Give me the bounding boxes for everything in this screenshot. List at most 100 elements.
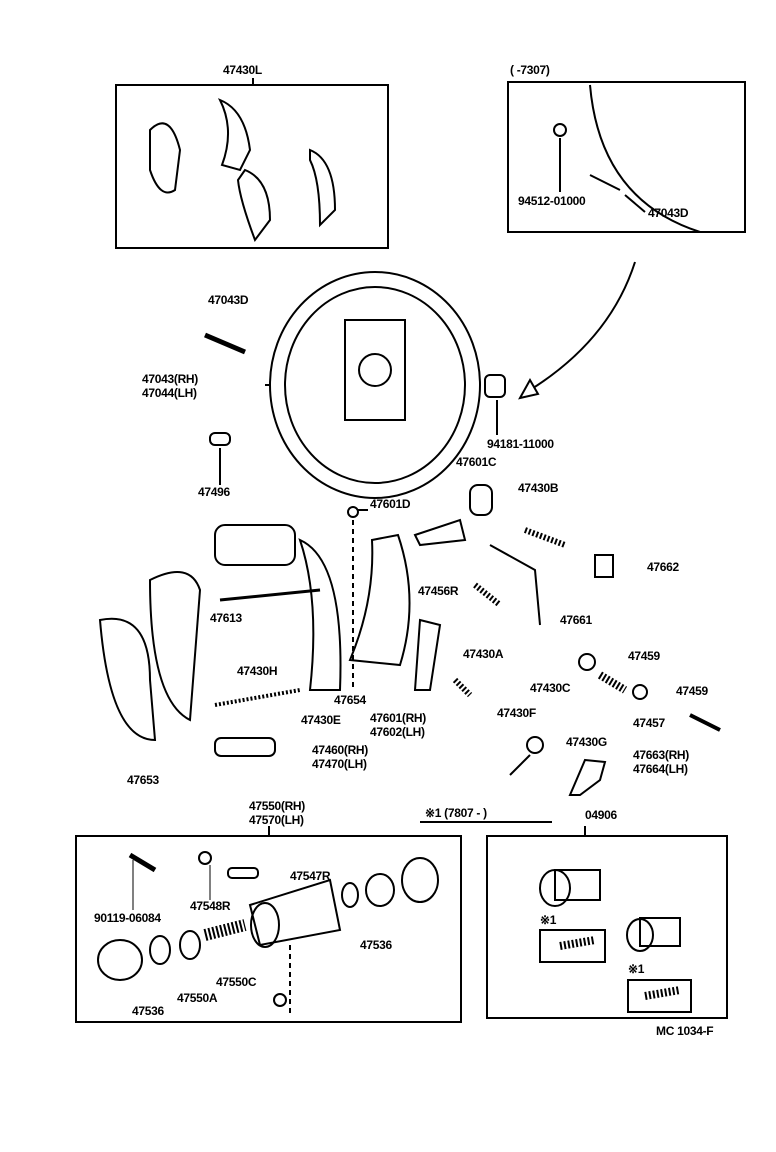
cup-47536 [365, 873, 395, 907]
label-47548R: 47548R [190, 899, 231, 913]
brake-shoe-1 [149, 122, 182, 194]
bolt-47043D [204, 332, 246, 355]
label-47601D: 47601D [370, 497, 411, 511]
label-47460-47470: 47460(RH)47470(LH) [312, 743, 368, 771]
spring-47550C [203, 919, 247, 941]
label-47664: 47664(LH) [633, 762, 688, 776]
label-47430L: 47430L [223, 63, 262, 77]
nut-94181 [484, 374, 506, 398]
label-47653: 47653 [127, 773, 159, 787]
label-47459-a: 47459 [628, 649, 660, 663]
shoe-kit-box [115, 84, 389, 249]
inset-box [507, 81, 746, 233]
label-47460: 47460(RH) [312, 743, 368, 757]
adjuster-47460 [214, 737, 276, 757]
cable-47661 [489, 544, 541, 626]
diagram-code: MC 1034-F [656, 1024, 714, 1038]
label-47550C: 47550C [216, 975, 257, 989]
label-47601: 47601(RH) [370, 711, 426, 725]
spring-47430A [473, 582, 502, 608]
pin-47457 [689, 713, 721, 732]
wheel-cylinder [214, 524, 296, 566]
label-kit-marker-b: ※1 [628, 962, 645, 976]
shoe-right [298, 538, 342, 691]
part-47662 [594, 554, 614, 578]
label-47457: 47457 [633, 716, 665, 730]
boot-left [97, 939, 143, 981]
boot-right [401, 857, 439, 903]
cylinder-body [248, 878, 342, 947]
part-47601D [347, 506, 359, 518]
label-47613: 47613 [210, 611, 242, 625]
bleeder-cap [198, 851, 212, 865]
wheel-cylinder-box [75, 835, 462, 1023]
spring-47430G [526, 736, 544, 754]
lever-47663 [568, 758, 607, 796]
label-94512: 94512-01000 [518, 194, 586, 208]
label-47430G: 47430G [566, 735, 607, 749]
inset-plate [589, 84, 701, 233]
arrow [529, 261, 636, 391]
label-47430B: 47430B [518, 481, 559, 495]
kit-spring-box-1 [539, 929, 606, 963]
label-04906: 04906 [585, 808, 617, 822]
label-47459-b: 47459 [676, 684, 708, 698]
label-47430A: 47430A [463, 647, 504, 661]
label-47536-b: 47536 [132, 1004, 164, 1018]
label-47547R: 47547R [290, 869, 331, 883]
label-47601C: 47601C [456, 455, 497, 469]
label-47661: 47661 [560, 613, 592, 627]
label-47550A: 47550A [177, 991, 218, 1005]
spring-47430E [214, 688, 301, 707]
lining-47653 [98, 617, 157, 742]
spring-47430C [597, 671, 628, 694]
label-47430E: 47430E [301, 713, 341, 727]
spring-47430B [523, 527, 567, 548]
bleeder-screw [227, 867, 259, 879]
brake-shoe-2 [217, 98, 252, 172]
label-94181: 94181-11000 [487, 437, 554, 451]
label-47470: 47470(LH) [312, 757, 367, 771]
label-47043D-inset: 47043D [648, 206, 689, 220]
shoe-left [148, 571, 202, 722]
kit-spring-box-2 [627, 979, 692, 1013]
kit-box [486, 835, 728, 1019]
label-47430F: 47430F [497, 706, 536, 720]
part-47496 [209, 432, 231, 446]
label-47043-47044: 47043(RH)47044(LH) [142, 372, 198, 400]
part-47550A [273, 993, 287, 1007]
label-47496: 47496 [198, 485, 230, 499]
label-47536-a: 47536 [360, 938, 392, 952]
label-47570: 47570(LH) [249, 813, 304, 827]
label-47663: 47663(RH) [633, 748, 689, 762]
lining-47654 [348, 533, 411, 667]
label-47043: 47043(RH) [142, 372, 198, 386]
label-47550-47570: 47550(RH)47570(LH) [249, 799, 305, 827]
label-47663-47664: 47663(RH)47664(LH) [633, 748, 689, 776]
cup-47459a [578, 653, 596, 671]
cup-47459b [632, 684, 648, 700]
strut-47613 [219, 588, 321, 602]
lever-47456R [413, 518, 467, 547]
label-47044: 47044(LH) [142, 386, 197, 400]
label-47654: 47654 [334, 693, 366, 707]
label-47430C: 47430C [530, 681, 571, 695]
label-range-7307: ( -7307) [510, 63, 550, 77]
spring-47430F [452, 677, 473, 698]
brake-shoe-3 [236, 168, 272, 243]
label-47662: 47662 [647, 560, 679, 574]
label-47456R: 47456R [418, 584, 459, 598]
bolt-90119 [128, 852, 157, 873]
label-90119: 90119-06084 [94, 911, 161, 925]
label-47550: 47550(RH) [249, 799, 305, 813]
label-kit-marker-a: ※1 [540, 913, 557, 927]
clip-47601C [469, 484, 493, 516]
lever-47601 [413, 618, 442, 691]
label-47601-47602: 47601(RH)47602(LH) [370, 711, 426, 739]
brake-shoe-4 [309, 148, 337, 228]
label-47602: 47602(LH) [370, 725, 425, 739]
label-kit-note: ※1 (7807 - ) [425, 806, 487, 820]
label-47430H: 47430H [237, 664, 278, 678]
